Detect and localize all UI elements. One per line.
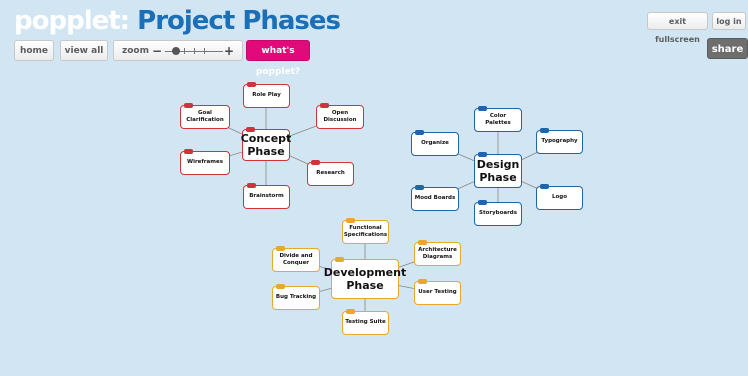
node-tag — [540, 184, 549, 189]
node-label: Functional Specifications — [343, 224, 388, 238]
node-tag — [418, 279, 427, 284]
node-label: Brainstorm — [249, 193, 284, 200]
zoom-in-button[interactable]: + — [223, 44, 234, 58]
node-functional-specifications[interactable]: Functional Specifications — [342, 218, 389, 244]
zoom-slider-handle[interactable] — [172, 47, 180, 55]
zoom-slider-tick — [204, 48, 205, 54]
node-tag — [415, 185, 424, 190]
node-storyboards[interactable]: Storyboards — [474, 200, 522, 226]
node-tag — [346, 218, 355, 223]
node-tag — [247, 82, 256, 87]
node-label: Typography — [541, 138, 578, 145]
zoom-slider-tick — [184, 48, 185, 54]
node-tag — [415, 130, 424, 135]
node-tag — [478, 106, 487, 111]
view-all-button[interactable]: view all — [60, 40, 108, 61]
popplet-logo-title: popplet: Project Phases — [14, 6, 341, 36]
node-mood-boards[interactable]: Mood Boards — [411, 185, 459, 211]
node-label: Organize — [421, 140, 449, 147]
node-tag — [247, 183, 256, 188]
node-research[interactable]: Research — [307, 160, 354, 186]
node-label: Storyboards — [478, 210, 518, 217]
zoom-control[interactable]: zoom − + — [113, 40, 243, 61]
node-tag — [276, 284, 285, 289]
home-button[interactable]: home — [14, 40, 54, 61]
node-tag — [184, 149, 193, 154]
node-tag — [478, 200, 487, 205]
node-label: Design Phase — [476, 157, 520, 184]
zoom-slider-tick — [194, 48, 195, 54]
brand-logo[interactable]: popplet — [14, 6, 121, 36]
node-bug-tracking[interactable]: Bug Tracking — [272, 284, 320, 310]
node-testing-suite[interactable]: Testing Suite — [342, 309, 389, 335]
node-open-discussion[interactable]: Open Discussion — [316, 103, 364, 129]
node-organize[interactable]: Organize — [411, 130, 459, 156]
node-label: Open Discussion — [323, 109, 357, 123]
title-separator: : — [119, 6, 130, 36]
node-label: Bug Tracking — [275, 294, 317, 301]
node-label: Architecture Diagrams — [418, 246, 457, 260]
node-label: Mood Boards — [414, 195, 456, 202]
node-label: Color Palettes — [485, 112, 511, 126]
node-tag — [246, 127, 255, 132]
node-label: Role Play — [252, 92, 281, 99]
node-label: Testing Suite — [345, 319, 386, 326]
node-label: Logo — [552, 194, 567, 201]
zoom-label: zoom — [122, 46, 149, 56]
node-role-play[interactable]: Role Play — [243, 82, 290, 108]
node-label: Wireframes — [187, 159, 223, 166]
node-label: Development Phase — [323, 265, 407, 292]
node-tag — [320, 103, 329, 108]
node-goal-clarification[interactable]: Goal Clarification — [180, 103, 230, 129]
log-in-button[interactable]: log in — [712, 12, 746, 30]
node-label: Research — [316, 170, 345, 177]
exit-fullscreen-button[interactable]: exit fullscreen — [647, 12, 708, 44]
node-divide-and-conquer[interactable]: Divide and Conquer — [272, 246, 320, 272]
node-tag — [335, 257, 344, 262]
node-development-phase[interactable]: Development Phase — [324, 257, 406, 299]
node-color-palettes[interactable]: Color Palettes — [474, 106, 522, 132]
node-label: Divide and Conquer — [279, 252, 313, 266]
node-tag — [478, 152, 487, 157]
node-label: User Testing — [418, 289, 457, 296]
node-design-phase[interactable]: Design Phase — [474, 152, 522, 188]
node-tag — [276, 246, 285, 251]
node-user-testing[interactable]: User Testing — [414, 279, 461, 305]
node-typography[interactable]: Typography — [536, 128, 583, 154]
board-title[interactable]: Project Phases — [137, 6, 341, 36]
node-label: Goal Clarification — [186, 109, 224, 123]
node-concept-phase[interactable]: Concept Phase — [240, 127, 292, 161]
node-tag — [311, 160, 320, 165]
node-tag — [540, 128, 549, 133]
node-tag — [346, 309, 355, 314]
node-brainstorm[interactable]: Brainstorm — [243, 183, 290, 209]
node-architecture-diagrams[interactable]: Architecture Diagrams — [414, 240, 461, 266]
node-wireframes[interactable]: Wireframes — [180, 149, 230, 175]
whats-popplet-button[interactable]: what's popplet? — [246, 40, 310, 77]
node-label: Concept Phase — [240, 131, 292, 158]
node-tag — [418, 240, 427, 245]
zoom-out-button[interactable]: − — [152, 44, 163, 58]
node-tag — [184, 103, 193, 108]
node-logo[interactable]: Logo — [536, 184, 583, 210]
